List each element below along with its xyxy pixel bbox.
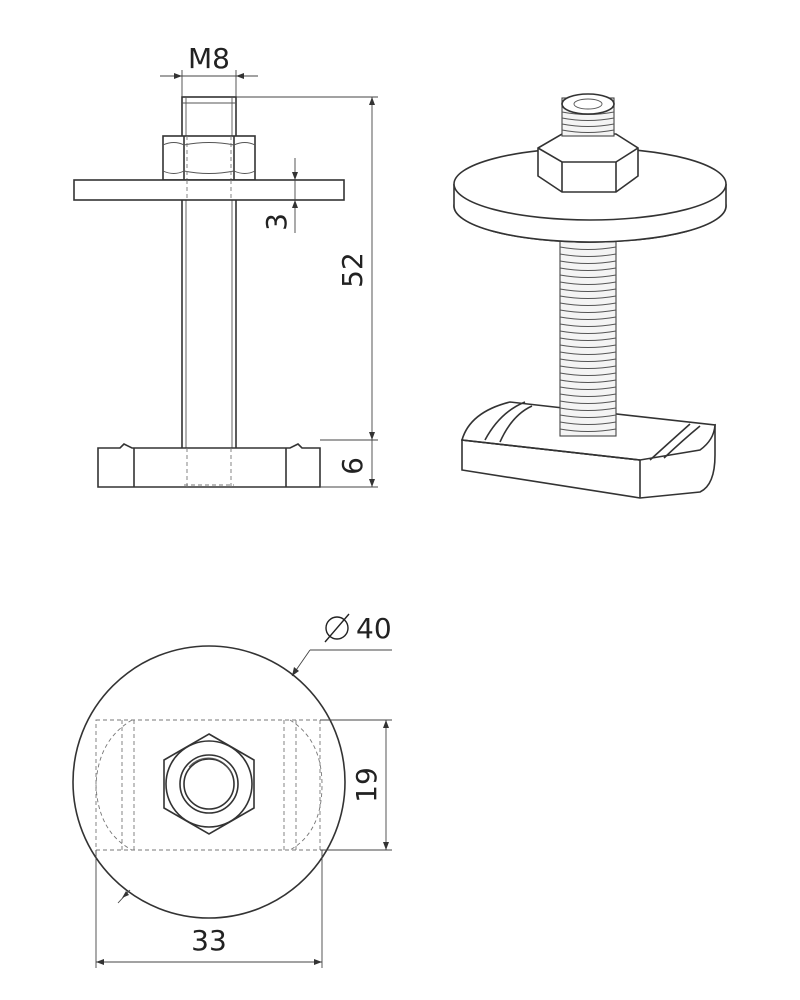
thread-ridge — [559, 386, 617, 390]
thread-ridge — [559, 344, 617, 348]
thread-ridge — [559, 351, 617, 355]
thread-ridge — [559, 246, 617, 250]
thread-ridge — [559, 393, 617, 397]
base-length-label: 33 — [191, 924, 227, 957]
thread-ridge — [559, 358, 617, 362]
overall-height-label: 52 — [336, 252, 369, 288]
thread-ridge — [559, 407, 617, 411]
thread-size-label: M8 — [188, 42, 230, 75]
isometric-view — [453, 93, 727, 499]
thread-ridge — [559, 337, 617, 341]
thread-ridge — [559, 295, 617, 299]
diameter-symbol-icon — [324, 613, 350, 643]
thread-ridge — [559, 274, 617, 278]
thread-ridge — [559, 253, 617, 257]
thread-ridge — [559, 260, 617, 264]
thread-ridge — [559, 428, 617, 432]
thread-ridge — [559, 365, 617, 369]
thread-ridge — [561, 123, 615, 127]
thread-ridge — [559, 379, 617, 383]
thread-ridge — [559, 330, 617, 334]
washer-diameter-label: 40 — [356, 612, 392, 645]
front-view: M8 52 6 3 — [73, 42, 378, 488]
thread-ridge — [559, 309, 617, 313]
thread-ridge — [559, 316, 617, 320]
thread-ridge — [559, 281, 617, 285]
top-view: 40 19 33 — [72, 612, 392, 968]
thread-ridge — [559, 421, 617, 425]
thread-ridge — [559, 323, 617, 327]
thread-ridge — [559, 372, 617, 376]
thread-ridge — [561, 117, 615, 121]
base-width-label: 19 — [350, 767, 383, 803]
thread-ridge — [561, 129, 615, 133]
thread-ridge — [559, 302, 617, 306]
thread-ridge — [559, 267, 617, 271]
thread-ridge — [559, 288, 617, 292]
thread-ridge — [559, 400, 617, 404]
thread-ridge — [559, 414, 617, 418]
base-height-label: 6 — [336, 457, 369, 475]
washer-thickness-label: 3 — [260, 213, 293, 231]
